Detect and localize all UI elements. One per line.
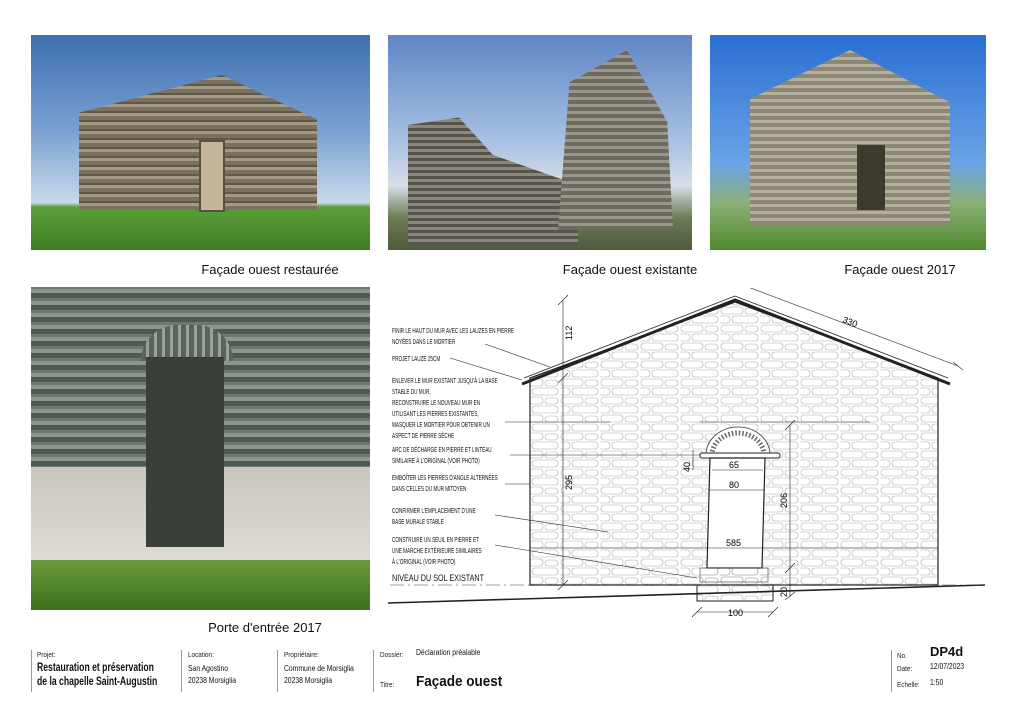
date-label: Date: — [897, 664, 913, 673]
dossier-value: Déclaration préalable — [416, 648, 481, 657]
relief-arch — [705, 426, 771, 456]
lintel — [699, 452, 781, 459]
owner-value: Commune de Morsiglia 20238 Morsiglia — [284, 664, 354, 685]
photo-door-2017 — [31, 287, 370, 610]
caption-restored: Façade ouest restaurée — [201, 262, 339, 277]
roof-line — [521, 298, 951, 386]
date-value: 12/07/2023 — [930, 662, 965, 671]
note-wall-base: CONFIRMER L'EMPLACEMENT D'UNE BASE MURAL… — [392, 506, 476, 526]
scale-value: 1:50 — [930, 678, 944, 687]
note-rebuild-wall: ENLEVER LE MUR EXISTANT JUSQU'À LA BASE … — [392, 376, 498, 440]
dim-wall-height: 295 — [564, 475, 574, 490]
location-label: Location: — [188, 650, 214, 659]
project-value: Restauration et préservation de la chape… — [37, 662, 158, 688]
door-opening — [706, 457, 766, 569]
dim-gable-height: 112 — [564, 326, 574, 340]
note-roof-projection: PROJET LAUZE 25CM — [392, 354, 441, 363]
dim-door-width: 80 — [729, 480, 739, 490]
dim-step-width: 100 — [728, 608, 743, 618]
dim-arch-height: 40 — [682, 462, 692, 472]
note-wall-top: FINIR LE HAUT DU MUR AVEC LES LAUZES EN … — [392, 326, 515, 346]
dim-wall-width: 585 — [726, 538, 741, 548]
caption-west-2017: Façade ouest 2017 — [844, 262, 956, 277]
caption-existing: Façade ouest existante — [562, 262, 698, 277]
photo-existing-facade — [388, 35, 692, 250]
dim-roof-slope: 330 — [841, 315, 859, 330]
dim-door-top-width: 65 — [729, 460, 739, 470]
note-corner-stones: EMBOÎTER LES PIERRES D'ANGLE ALTERNÉES D… — [392, 473, 498, 493]
title-label: Titre: — [380, 680, 395, 689]
note-arch: ARC DE DÉCHARGE EN PIERRE ET LINTEAU SIM… — [392, 445, 492, 465]
scale-label: Echelle: — [897, 680, 920, 689]
note-ground-level: NIVEAU DU SOL EXISTANT — [392, 573, 485, 583]
caption-door-2017: Porte d'entrée 2017 — [208, 620, 322, 635]
threshold — [699, 567, 769, 583]
facade-elevation-drawing: 112 295 330 40 65 80 585 206 20 100 — [387, 288, 986, 618]
photo-restored-facade — [31, 35, 370, 250]
number-value: DP4d — [930, 644, 964, 659]
location-value: San Agostino 20238 Morsiglia — [188, 664, 237, 685]
note-threshold: CONSTRUIRE UN SEUIL EN PIERRE ET UNE MAR… — [392, 535, 482, 566]
dossier-label: Dossier: — [380, 650, 404, 659]
title-value: Façade ouest — [416, 673, 503, 690]
project-label: Projet: — [37, 650, 56, 659]
number-label: No. — [897, 651, 907, 660]
dim-step-height: 20 — [779, 587, 789, 597]
owner-label: Propriétaire: — [284, 650, 319, 659]
dim-door-height: 206 — [779, 493, 789, 508]
photo-west-2017 — [710, 35, 986, 250]
